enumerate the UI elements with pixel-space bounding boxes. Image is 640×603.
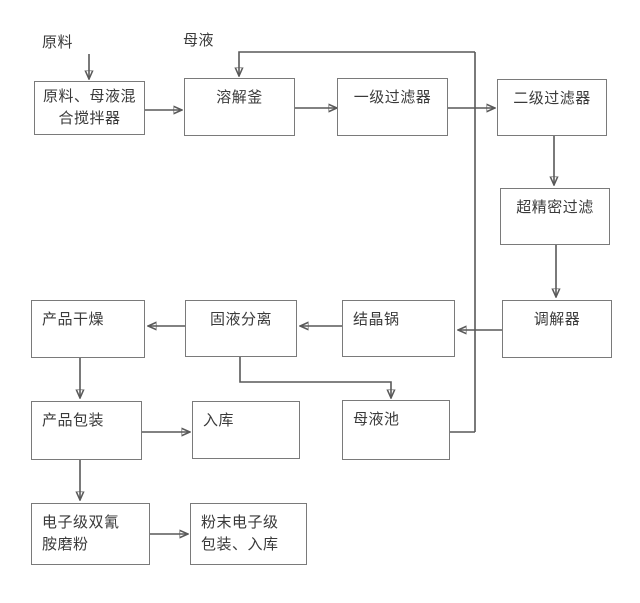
node-dissolving-kettle-label: 溶解釜 xyxy=(216,88,263,106)
node-mixer[interactable]: 原料、母液混 合搅拌器 xyxy=(34,81,145,135)
node-conditioner[interactable]: 调解器 xyxy=(502,300,612,358)
node-product-packaging[interactable]: 产品包装 xyxy=(31,401,142,460)
node-dissolving-kettle[interactable]: 溶解釜 xyxy=(184,78,295,136)
node-electronic-grade-milling[interactable]: 电子级双氰 胺磨粉 xyxy=(31,503,150,565)
node-ultra-fine-filter-label: 超精密过滤 xyxy=(516,198,594,216)
label-raw-material: 原料 xyxy=(42,33,74,51)
node-mixer-label: 原料、母液混 合搅拌器 xyxy=(42,87,136,127)
node-primary-filter[interactable]: 一级过滤器 xyxy=(337,78,448,136)
node-crystallizer-label: 结晶锅 xyxy=(353,310,400,328)
node-crystallizer[interactable]: 结晶锅 xyxy=(342,300,455,357)
node-conditioner-label: 调解器 xyxy=(533,310,581,328)
node-product-packaging-label: 产品包装 xyxy=(42,411,105,429)
node-primary-filter-label: 一级过滤器 xyxy=(353,88,432,106)
node-powder-packaging-warehousing-label: 粉末电子级 包装、入库 xyxy=(201,513,279,553)
edge-solid-liquid-separator-to-mother-liquor-tank xyxy=(239,357,391,398)
node-ultra-fine-filter[interactable]: 超精密过滤 xyxy=(500,188,610,245)
node-product-drying[interactable]: 产品干燥 xyxy=(31,300,145,358)
node-mother-liquor-tank-label: 母液池 xyxy=(353,410,400,428)
node-solid-liquid-separator[interactable]: 固液分离 xyxy=(185,300,297,357)
node-product-drying-label: 产品干燥 xyxy=(42,310,105,328)
node-warehousing-label: 入库 xyxy=(203,411,235,429)
node-electronic-grade-milling-label: 电子级双氰 胺磨粉 xyxy=(42,513,120,553)
node-secondary-filter-label: 二级过滤器 xyxy=(513,89,591,107)
label-mother-liquor: 母液 xyxy=(183,31,215,49)
node-secondary-filter[interactable]: 二级过滤器 xyxy=(497,79,607,136)
node-mother-liquor-tank[interactable]: 母液池 xyxy=(342,400,450,460)
edge-mother-liquor-return-to-dissolving-kettle xyxy=(239,51,475,76)
node-powder-packaging-warehousing[interactable]: 粉末电子级 包装、入库 xyxy=(190,503,307,565)
node-warehousing[interactable]: 入库 xyxy=(192,401,300,459)
node-solid-liquid-separator-label: 固液分离 xyxy=(209,310,272,328)
